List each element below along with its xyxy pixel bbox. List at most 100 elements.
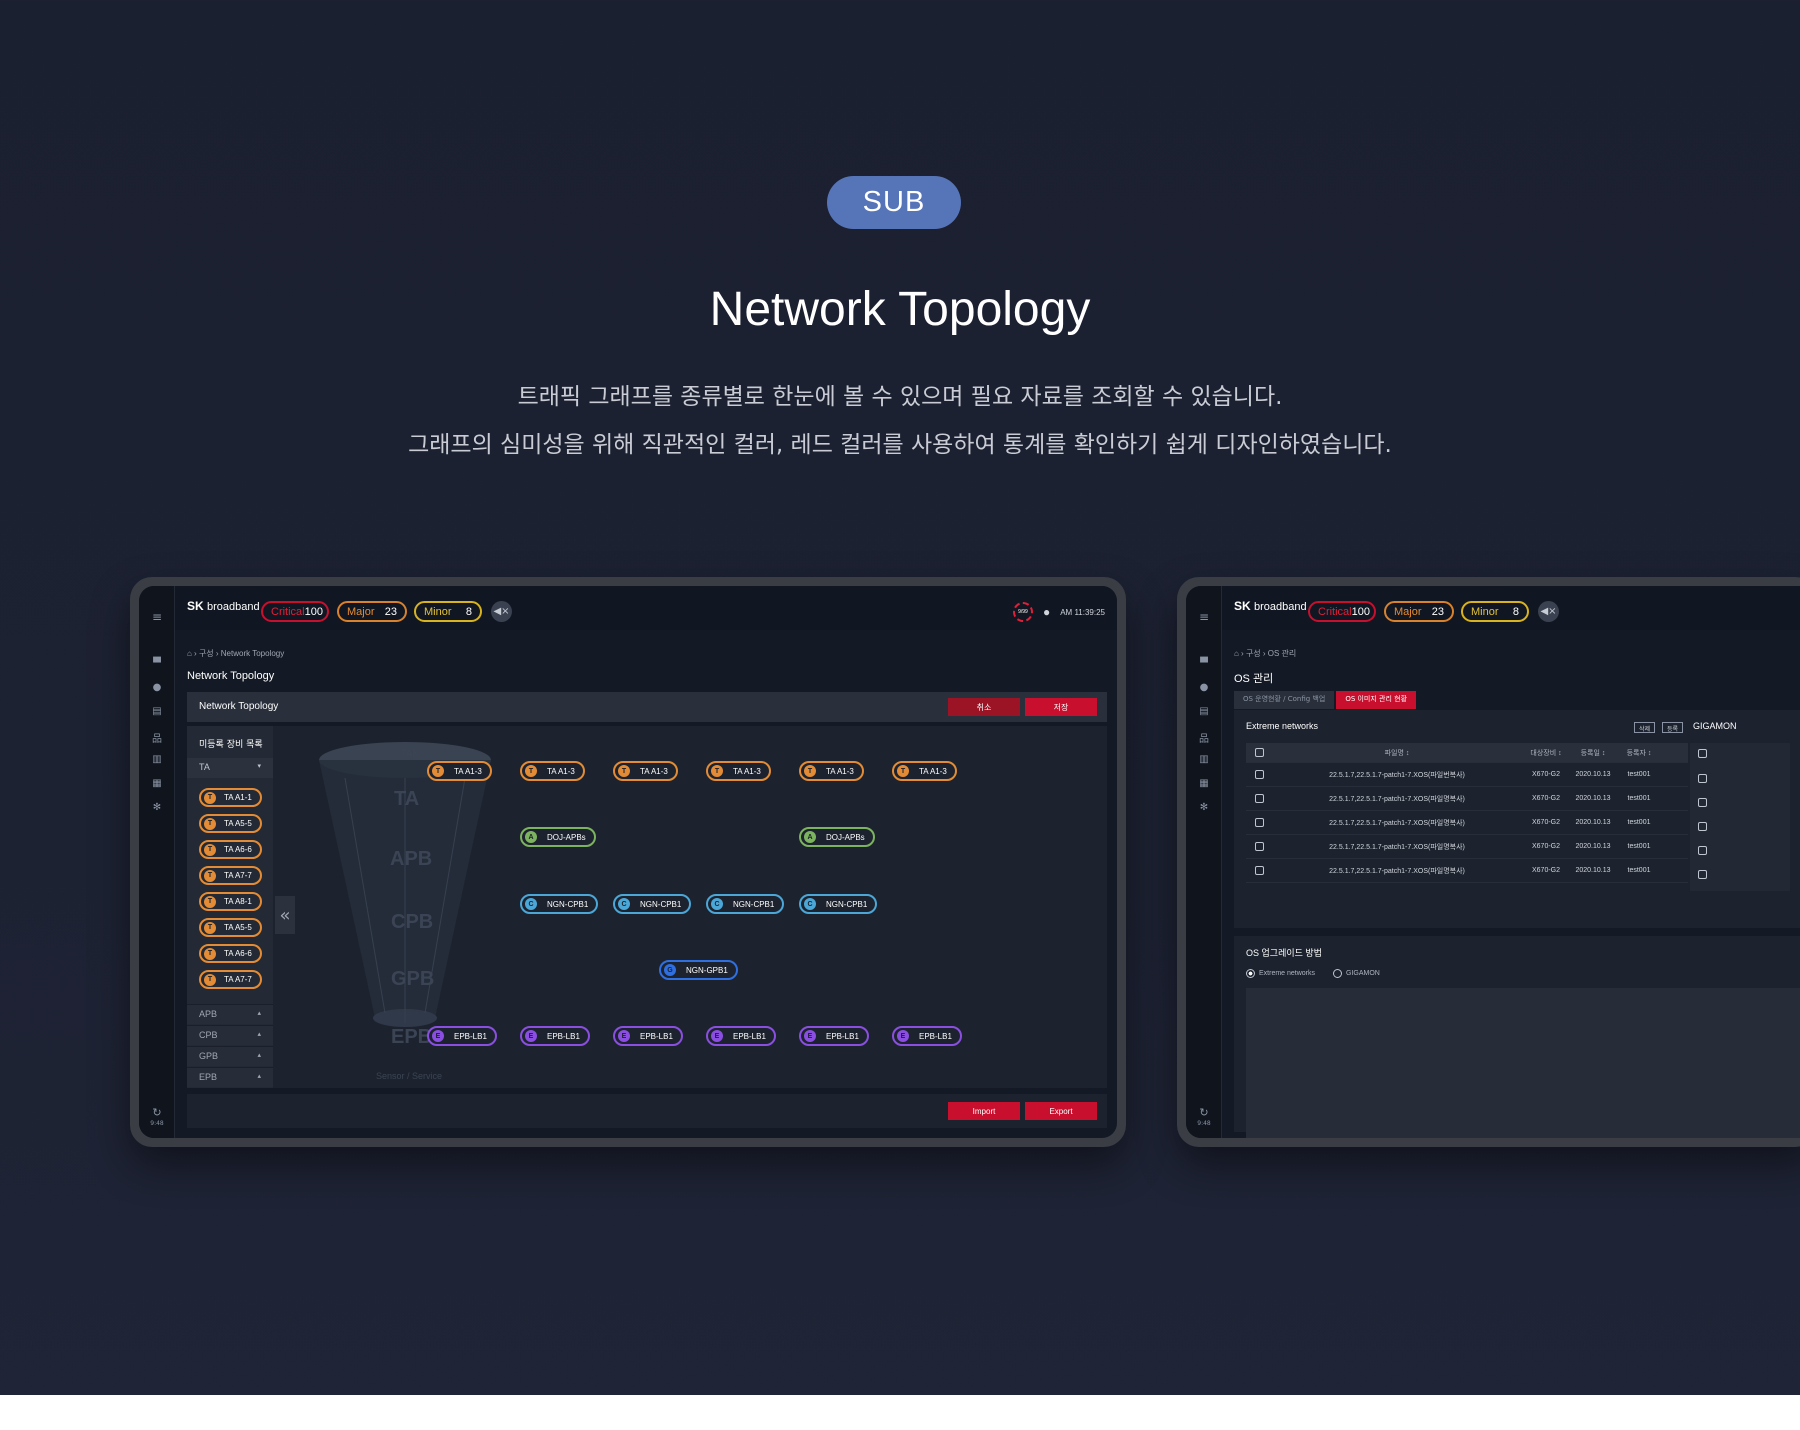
row-checkbox[interactable] [1254,842,1264,851]
category-apb[interactable]: APB▴ [187,1004,273,1024]
collapse-panel-icon[interactable]: « [275,896,295,934]
topology-icon[interactable]: 品 [1199,734,1209,745]
menu-icon[interactable]: ≡ [1198,610,1210,624]
column-header[interactable]: 등록일 ↕ [1580,749,1606,757]
refresh-icon[interactable]: ↻ [152,1106,162,1119]
category-cpb[interactable]: CPB▴ [187,1025,273,1045]
gear-icon[interactable]: ✻ [1199,802,1209,813]
grid-icon[interactable]: ▦ [152,778,162,789]
monitor-icon[interactable]: ▀ [153,658,161,669]
refresh-icon[interactable]: ↻ [1199,1106,1209,1119]
funnel-label-tap: TAP [401,748,419,758]
speaker-mute-icon[interactable]: ◀× [491,601,512,622]
table-row[interactable]: 22.5.1.7,22.5.1.7-patch1-7.XOS(파일명복사) X6… [1246,811,1688,835]
chart-icon[interactable]: ▥ [1199,754,1209,765]
gigamon-row-checkbox[interactable] [1698,870,1707,879]
hero-description-line-2: 그래프의 심미성을 위해 직관적인 컬러, 레드 컬러를 사용하여 통계를 확인… [408,432,1392,458]
gigamon-select-all-checkbox[interactable] [1698,749,1707,758]
import-button[interactable]: Import [948,1102,1020,1120]
gigamon-row-checkbox[interactable] [1698,822,1707,831]
row-checkbox[interactable] [1254,770,1264,779]
row-checkbox[interactable] [1254,866,1264,875]
column-header[interactable]: 대상장비 ↕ [1530,749,1562,757]
alert-icon[interactable]: ● [152,682,162,693]
gigamon-row-checkbox[interactable] [1698,798,1707,807]
export-button[interactable]: Export [1025,1102,1097,1120]
tablet-mockup-topology: ≡ ▀ ● ▤ 品 ▥ ▦ ✻ ↻ 9:48 SK broadband Crit… [130,577,1126,1147]
gear-icon[interactable]: ✻ [152,802,162,813]
menu-icon[interactable]: ≡ [151,610,163,624]
cancel-button[interactable]: 취소 [948,698,1020,716]
cell-device: X670-G2 [1531,819,1561,826]
table-row[interactable]: 22.5.1.7,22.5.1.7-patch1-7.XOS(파일명복사) X6… [1246,859,1688,883]
delete-button[interactable]: 삭제 [1634,722,1656,733]
chart-icon[interactable]: ▥ [152,754,162,765]
radio-gigamon[interactable]: GIGAMON [1333,969,1380,978]
register-button[interactable]: 등록 [1662,722,1684,733]
topology-icon[interactable]: 品 [152,734,162,745]
page-title: OS 관리 [1234,673,1274,685]
select-all-checkbox[interactable] [1254,748,1264,757]
row-checkbox[interactable] [1254,818,1264,827]
monitor-icon[interactable]: ▀ [1200,658,1208,669]
cell-device: X670-G2 [1531,843,1561,850]
table-row[interactable]: 22.5.1.7,22.5.1.7-patch1-7.XOS(파일명복사) X6… [1246,787,1688,811]
database-icon[interactable]: ▤ [152,706,162,717]
database-icon[interactable]: ▤ [1199,706,1209,717]
category-epb[interactable]: EPB▴ [187,1067,273,1087]
sk-broadband-logo[interactable]: SK broadband [187,599,260,613]
tab-os-status[interactable]: OS 운영현황 / Config 백업 [1234,691,1335,709]
alert-icon[interactable]: ● [1199,682,1209,693]
cell-date: 2020.10.13 [1575,795,1611,802]
speaker-mute-icon[interactable]: ◀× [1538,601,1559,622]
table-row[interactable]: 22.5.1.7,22.5.1.7-patch1-7.XOS(파일번복사) X6… [1246,763,1688,787]
gigamon-row-checkbox[interactable] [1698,774,1707,783]
table-row[interactable]: 22.5.1.7,22.5.1.7-patch1-7.XOS(파일명복사) X6… [1246,835,1688,859]
tab-os-image[interactable]: OS 이미지 관리 현황 [1336,691,1417,709]
save-button[interactable]: 저장 [1025,698,1097,716]
grid-icon[interactable]: ▦ [1199,778,1209,789]
row-checkbox[interactable] [1254,794,1264,803]
user-icon[interactable]: ● [1042,605,1051,619]
column-header[interactable]: 등록자 ↕ [1626,749,1652,757]
list-type-select[interactable]: TA▾ [187,758,273,778]
gigamon-row-checkbox[interactable] [1698,846,1707,855]
sk-broadband-logo[interactable]: SK broadband [1234,599,1307,613]
column-header[interactable]: 파일명 ↕ [1384,749,1410,757]
category-gpb[interactable]: GPB▴ [187,1046,273,1066]
radio-extreme-networks[interactable]: Extreme networks [1246,969,1315,978]
